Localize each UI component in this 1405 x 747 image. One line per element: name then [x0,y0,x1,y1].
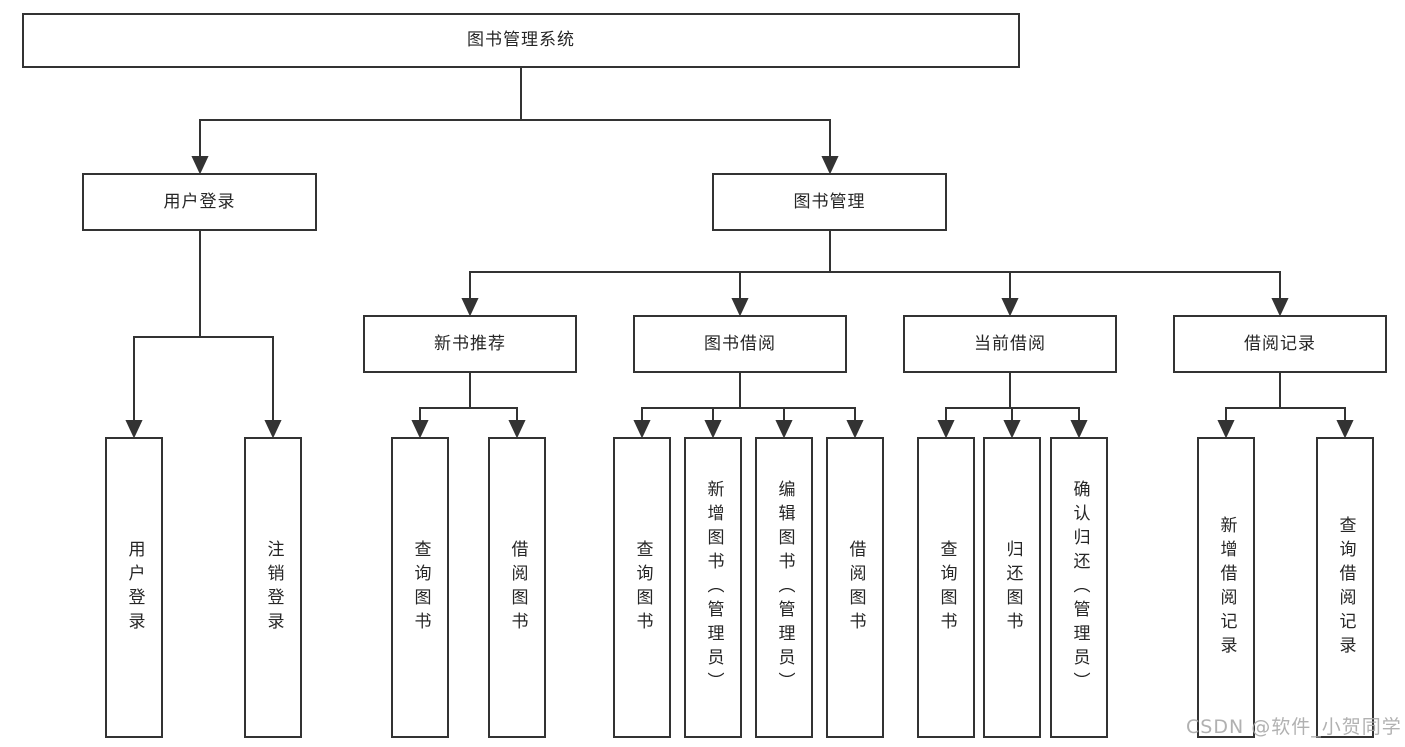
book-management-connector [461,231,1289,317]
leaf-return-books: 归还图书 [983,437,1041,738]
leaf-logout: 注销登录 [244,437,302,738]
leaf-add-borrow-record: 新增借阅记录 [1197,437,1255,738]
node-current-borrowing: 当前借阅 [903,315,1117,373]
leaf-edit-books-admin: 编辑图书（管理员） [755,437,813,738]
node-borrowing-records: 借阅记录 [1173,315,1387,373]
node-library-management-system: 图书管理系统 [22,13,1020,68]
leaf-add-books-admin: 新增图书（管理员） [684,437,742,738]
node-book-management: 图书管理 [712,173,947,231]
csdn-watermark: CSDN @软件_小贺同学 [1186,716,1402,738]
leaf-borrow-books-1: 借阅图书 [488,437,546,738]
current-borrow-connector [937,373,1088,439]
node-new-book-recommendation: 新书推荐 [363,315,577,373]
leaf-query-books-1: 查询图书 [391,437,449,738]
leaf-borrow-books-2: 借阅图书 [826,437,884,738]
leaf-query-borrow-record: 查询借阅记录 [1316,437,1374,738]
new-book-connector [411,373,526,439]
user-login-connector [125,231,282,439]
node-book-borrowing: 图书借阅 [633,315,847,373]
node-user-login: 用户登录 [82,173,317,231]
leaf-user-login: 用户登录 [105,437,163,738]
leaf-confirm-return-admin: 确认归还（管理员） [1050,437,1108,738]
root-connector [191,68,839,175]
leaf-query-books-2: 查询图书 [613,437,671,738]
borrow-records-connector [1217,373,1354,439]
book-borrow-connector [633,373,864,439]
leaf-query-books-3: 查询图书 [917,437,975,738]
